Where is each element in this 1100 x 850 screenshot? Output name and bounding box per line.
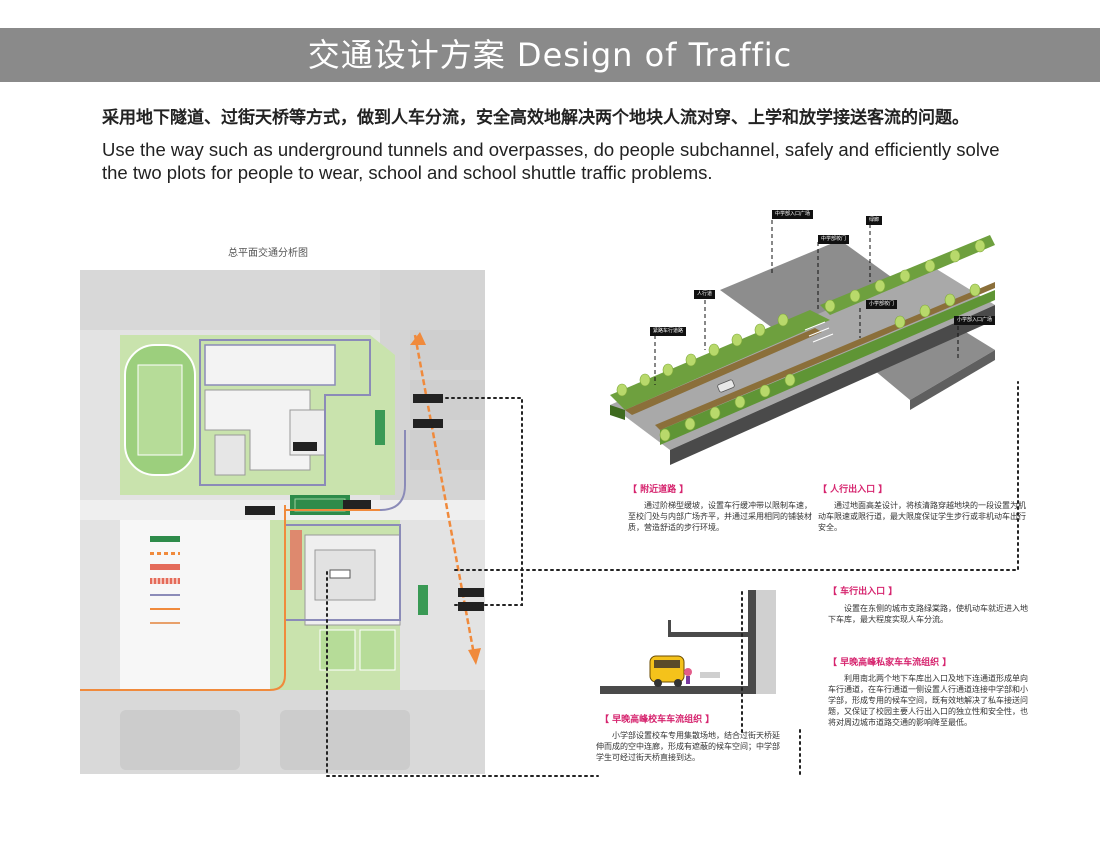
plan-tag-5 — [458, 588, 484, 597]
street-isometric: 中学部入口广场 中学部校门 绿廊 人行道 紧路车行道路 小学部校门 小学部入口广… — [600, 210, 1045, 475]
section-drawing — [600, 590, 776, 694]
legend-row — [150, 588, 290, 602]
panel-text-school-bus-peak: 小学部设置校车专用集散场地，结合过街天桥延伸而成的空中连廊，形成有遮蔽的候车空间… — [596, 731, 780, 762]
legend-row — [150, 602, 290, 616]
legend-swatch-dashed — [150, 551, 180, 555]
iso-label-car-lane: 紧路车行道路 — [650, 327, 687, 336]
plan-tag-4 — [343, 500, 371, 509]
iso-label-primary-plaza: 小学部入口广场 — [954, 316, 996, 325]
panel-text-nearby-road: 通过阶梯型缓坡，设置车行缓冲带以限制车速，至校门处与内部广场齐平，并通过采用相同… — [628, 501, 812, 532]
intro-chinese: 采用地下隧道、过街天桥等方式，做到人车分流，安全高效地解决两个地块人流对穿、上学… — [102, 108, 969, 128]
legend-row — [150, 546, 290, 560]
legend-swatch-private-car — [150, 608, 180, 610]
page-title: 交通设计方案 Design of Traffic — [307, 36, 793, 74]
legend-swatch-path — [150, 594, 180, 596]
panel-label-private-car-peak: 【 早晚高峰私家车车流组织 】 — [828, 658, 952, 668]
plan-tag-2 — [413, 419, 443, 428]
panel-label-vehicle-exit: 【 车行出入口 】 — [828, 587, 898, 597]
intro-english: Use the way such as underground tunnels … — [102, 139, 1000, 183]
plan-tag-1 — [413, 394, 443, 403]
panel-text-pedestrian-exit: 通过地面高差设计，将核清路穿越地块的一段设置为机动车限速或限行道，最大限度保证学… — [818, 501, 1026, 532]
title-bar — [0, 28, 1100, 82]
legend-row — [150, 616, 290, 630]
panel-label-school-bus-peak: 【 早晚高峰校车车流组织 】 — [600, 715, 715, 725]
panel-text-vehicle-exit: 设置在东侧的城市支路绿棠路，使机动车就近进入地下车库，最大程度实现人车分流。 — [828, 604, 1028, 624]
site-plan — [80, 270, 485, 774]
school-bus-icon — [649, 655, 692, 687]
panel-label-nearby-road: 【 附近道路 】 — [628, 485, 689, 495]
iso-label-middle-plaza: 中学部入口广场 — [772, 210, 814, 219]
plan-tag-6 — [458, 602, 484, 611]
street-isometric-drawing — [610, 220, 995, 465]
legend-swatch-bus — [150, 564, 180, 570]
section-bus-bridge — [600, 590, 780, 705]
iso-label-primary-gate: 小学部校门 — [866, 300, 898, 309]
plan-tag-7 — [293, 442, 317, 451]
legend-swatch-waiting — [150, 578, 180, 584]
plan-tag-3 — [245, 506, 275, 515]
legend-swatch-private-car-underground — [150, 622, 180, 624]
plan-caption: 总平面交通分析图 — [228, 248, 308, 259]
plan-legend — [150, 532, 290, 630]
panel-text-private-car-peak: 利用南北两个地下车库出入口及地下连通道形成单向车行通道，在车行通道一侧设置人行通… — [828, 674, 1028, 727]
legend-row — [150, 560, 290, 574]
legend-row — [150, 574, 290, 588]
iso-label-sidewalk: 人行道 — [694, 290, 716, 299]
legend-row — [150, 532, 290, 546]
iso-label-greenway: 绿廊 — [866, 216, 883, 225]
site-plan-drawing — [80, 270, 485, 774]
panel-label-pedestrian-exit: 【 人行出入口 】 — [818, 485, 888, 495]
iso-label-middle-gate: 中学部校门 — [818, 235, 850, 244]
legend-swatch-bridge — [150, 536, 180, 542]
